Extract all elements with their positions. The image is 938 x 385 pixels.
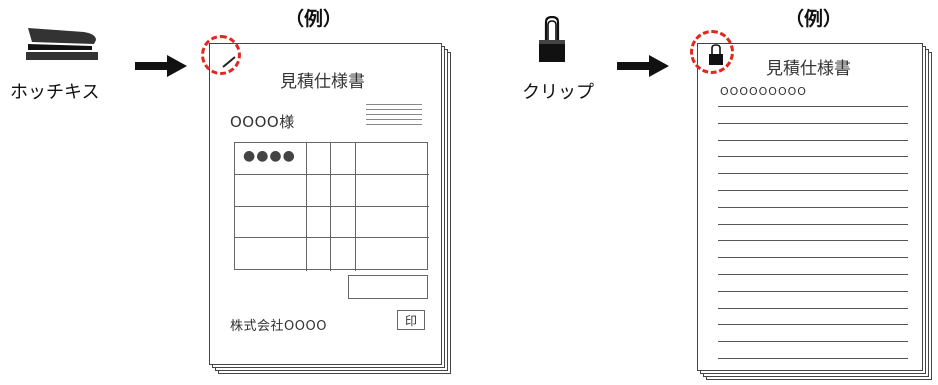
company-name: 株式会社OOOO (230, 319, 327, 334)
ruled-line (718, 122, 908, 124)
seal-box: 印 (397, 310, 425, 330)
ruled-line (718, 274, 908, 275)
address-line (366, 114, 422, 115)
estimate-table: ●●●● (234, 142, 429, 271)
header-text: OOOOOOOOO (720, 85, 807, 98)
ruled-line (718, 324, 908, 326)
ruled-line (718, 240, 908, 242)
stapler-label: ホッチキス (10, 82, 100, 103)
ruled-line (718, 156, 908, 158)
ruled-line (718, 358, 908, 359)
ruled-line (718, 106, 908, 107)
ruled-line (718, 307, 908, 309)
ruled-line (718, 139, 908, 141)
binder-clip-icon (539, 16, 565, 62)
staple-position-highlight (201, 35, 241, 75)
address-line (366, 109, 422, 110)
ruled-line (718, 223, 908, 225)
example-label-right: （例） (785, 8, 843, 30)
total-box (348, 275, 428, 299)
recipient-text: OOOO様 (230, 113, 295, 131)
ruled-line (718, 190, 908, 191)
clip-position-highlight (690, 30, 734, 74)
example-label-left: （例） (285, 8, 343, 30)
ruled-line (718, 290, 908, 292)
clip-label: クリップ (522, 82, 594, 103)
specification-document: 見積仕様書 OOOOOOOOO (697, 43, 923, 371)
ruled-line (718, 341, 908, 343)
ruled-line (718, 206, 908, 208)
table-cell-text: ●●●● (243, 148, 296, 164)
ruled-line (718, 257, 908, 259)
document-title: 見積仕様書 (766, 59, 851, 79)
stapler-icon (26, 28, 98, 60)
estimate-document: 見積仕様書 OOOO様 ●●●● 株式会社OOOO 印 (209, 43, 442, 365)
document-title: 見積仕様書 (280, 72, 365, 92)
address-line (366, 124, 422, 125)
ruled-line (718, 173, 908, 175)
address-line (366, 119, 422, 120)
address-line (366, 104, 422, 105)
arrow-right-icon (135, 55, 187, 77)
arrow-right-icon (617, 55, 669, 77)
